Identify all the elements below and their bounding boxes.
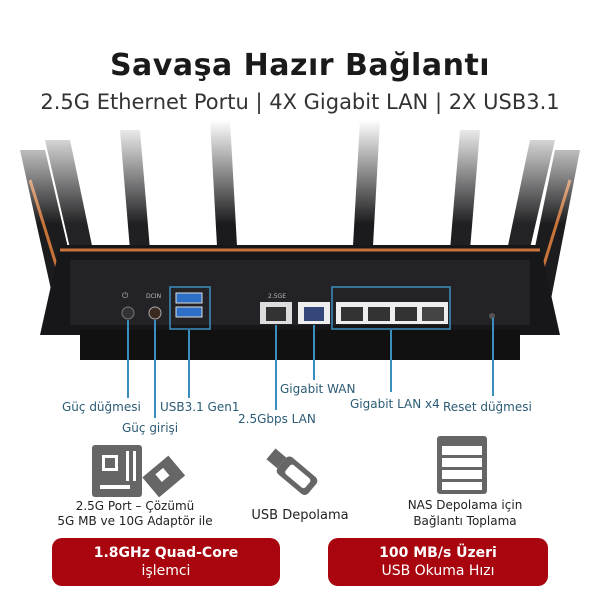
dc-in-port xyxy=(148,306,162,320)
router-image: ⏻ DCIN 2.5GE xyxy=(0,120,600,380)
reset-button xyxy=(489,313,495,319)
page-subtitle: 2.5G Ethernet Portu | 4X Gigabit LAN | 2… xyxy=(40,90,560,114)
usb-stick-icon xyxy=(266,448,318,495)
lan-port-3 xyxy=(395,307,417,321)
callout-usb: USB3.1 Gen1 xyxy=(160,400,240,414)
usb-port-1 xyxy=(175,292,203,304)
caption-line: NAS Depolama için xyxy=(407,498,523,512)
lan-port-1 xyxy=(341,307,363,321)
page-title: Savaşa Hazır Bağlantı xyxy=(109,48,491,83)
lan-port-4 xyxy=(422,307,444,321)
motherboard-icon xyxy=(92,445,186,498)
badge-bold: 1.8GHz Quad-Core xyxy=(93,545,239,561)
usb-port-2 xyxy=(175,306,203,318)
power-button xyxy=(121,306,135,320)
feature-caption-nas: NAS Depolama için Bağlantı Toplama xyxy=(390,497,540,529)
callout-power-button: Güç düğmesi xyxy=(62,400,141,414)
cpu-badge: 1.8GHz Quad-Core işlemci xyxy=(52,538,280,586)
badge-bold: 100 MB/s Üzeri xyxy=(379,545,497,561)
usb-speed-badge: 100 MB/s Üzeri USB Okuma Hızı xyxy=(328,538,548,586)
nas-icon xyxy=(437,436,487,494)
caption-line: 5G MB ve 10G Adaptör ile xyxy=(57,514,213,528)
callout-power-input: Güç girişi xyxy=(122,421,179,435)
callout-reset: Reset düğmesi xyxy=(443,400,532,414)
power-symbol-icon: ⏻ xyxy=(122,291,129,300)
lan-port-2 xyxy=(368,307,390,321)
callout-wan: Gigabit WAN xyxy=(280,382,356,396)
callout-lan25: 2.5Gbps LAN xyxy=(238,412,316,426)
callout-lan4: Gigabit LAN x4 xyxy=(350,397,440,411)
lan25-port-label: 2.5GE xyxy=(268,293,286,300)
feature-caption-usb: USB Depolama xyxy=(251,508,349,523)
feature-caption-2-5g: 2.5G Port – Çözümü 5G MB ve 10G Adaptör … xyxy=(35,499,235,529)
dcin-port-label: DCIN xyxy=(146,293,161,300)
caption-line: 2.5G Port – Çözümü xyxy=(75,499,195,513)
caption-line: Bağlantı Toplama xyxy=(413,514,517,528)
badge-text: işlemci xyxy=(141,563,191,579)
badge-text: USB Okuma Hızı xyxy=(381,563,495,579)
